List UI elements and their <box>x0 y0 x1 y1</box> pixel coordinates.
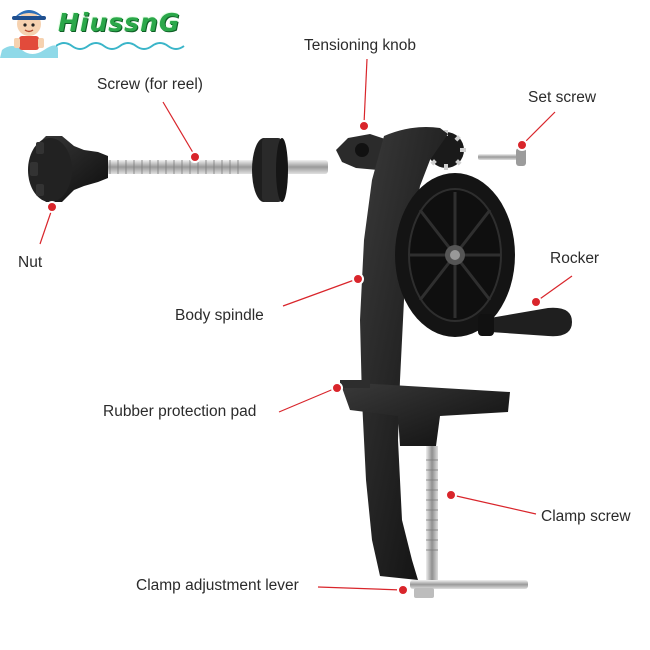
marker-tensioning-knob <box>358 120 370 132</box>
mascot-icon <box>0 10 58 58</box>
marker-clamp-lever <box>397 584 409 596</box>
callout-markers <box>46 120 542 596</box>
brand-logo: HiussnG <box>0 0 190 58</box>
marker-rubber-pad <box>331 382 343 394</box>
wave-icon <box>56 42 185 50</box>
label-tensioning-knob: Tensioning knob <box>304 37 417 54</box>
label-rubber-protection-pad: Rubber protection pad <box>103 403 257 420</box>
marker-screw <box>189 151 201 163</box>
label-body-spindle: Body spindle <box>175 307 264 324</box>
reel-screw-assembly <box>28 136 328 202</box>
label-set-screw: Set screw <box>528 89 597 106</box>
body-frame <box>336 127 572 598</box>
brand-name: HiussnG <box>58 8 181 37</box>
label-clamp-screw: Clamp screw <box>541 508 631 525</box>
label-nut: Nut <box>18 254 43 271</box>
set-screw-part <box>478 148 526 166</box>
label-screw-for-reel: Screw (for reel) <box>97 76 203 93</box>
marker-rocker <box>530 296 542 308</box>
marker-set-screw <box>516 139 528 151</box>
label-rocker: Rocker <box>550 250 600 267</box>
marker-nut <box>46 201 58 213</box>
marker-clamp-screw <box>445 489 457 501</box>
label-clamp-adjustment-lever: Clamp adjustment lever <box>136 577 299 594</box>
marker-body-spindle <box>352 273 364 285</box>
leader-lines <box>39 58 573 591</box>
